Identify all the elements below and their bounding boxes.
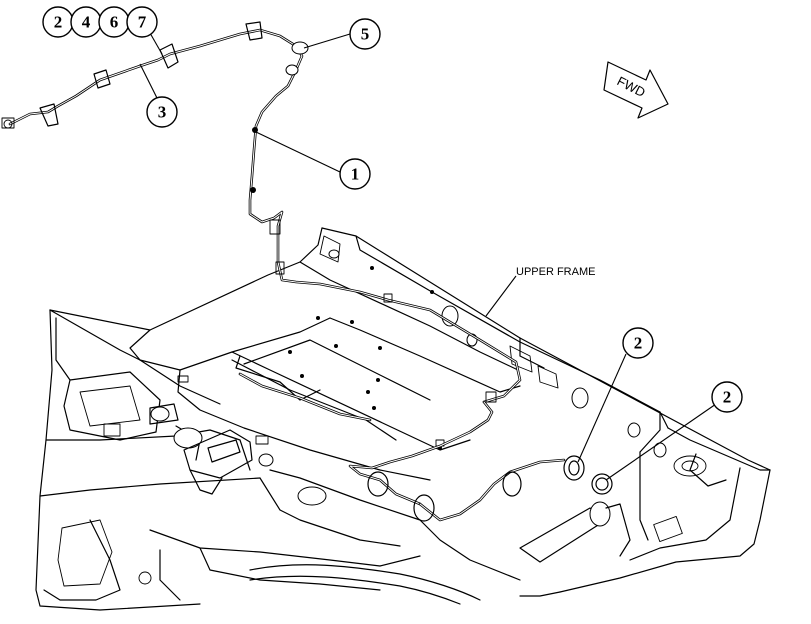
fwd-arrow: FWD [603, 61, 669, 119]
callout-label: 2 [634, 334, 643, 353]
callout-5: 5 [349, 18, 381, 50]
callout-label: 4 [82, 13, 91, 32]
callout-3: 3 [146, 96, 178, 128]
upper-frame-label: UPPER FRAME [516, 266, 595, 278]
callout-label: 1 [351, 165, 360, 184]
wiring-harness [1, 21, 613, 522]
callout-label: 3 [158, 103, 167, 122]
callout-label: 7 [138, 13, 147, 32]
callout-2-upper: 2 [622, 327, 654, 359]
callout-1: 1 [339, 158, 371, 190]
callout-2-lower: 2 [711, 381, 743, 413]
callout-label: 2 [723, 388, 732, 407]
fwd-arrow-label: FWD [615, 73, 648, 100]
callout-group-2467: 2 4 6 7 [42, 6, 158, 38]
upper-frame-structure [35, 227, 771, 611]
callout-label: 2 [54, 13, 63, 32]
leader-lines [139, 25, 717, 481]
callout-label: 6 [110, 13, 119, 32]
callout-label: 5 [361, 25, 370, 44]
